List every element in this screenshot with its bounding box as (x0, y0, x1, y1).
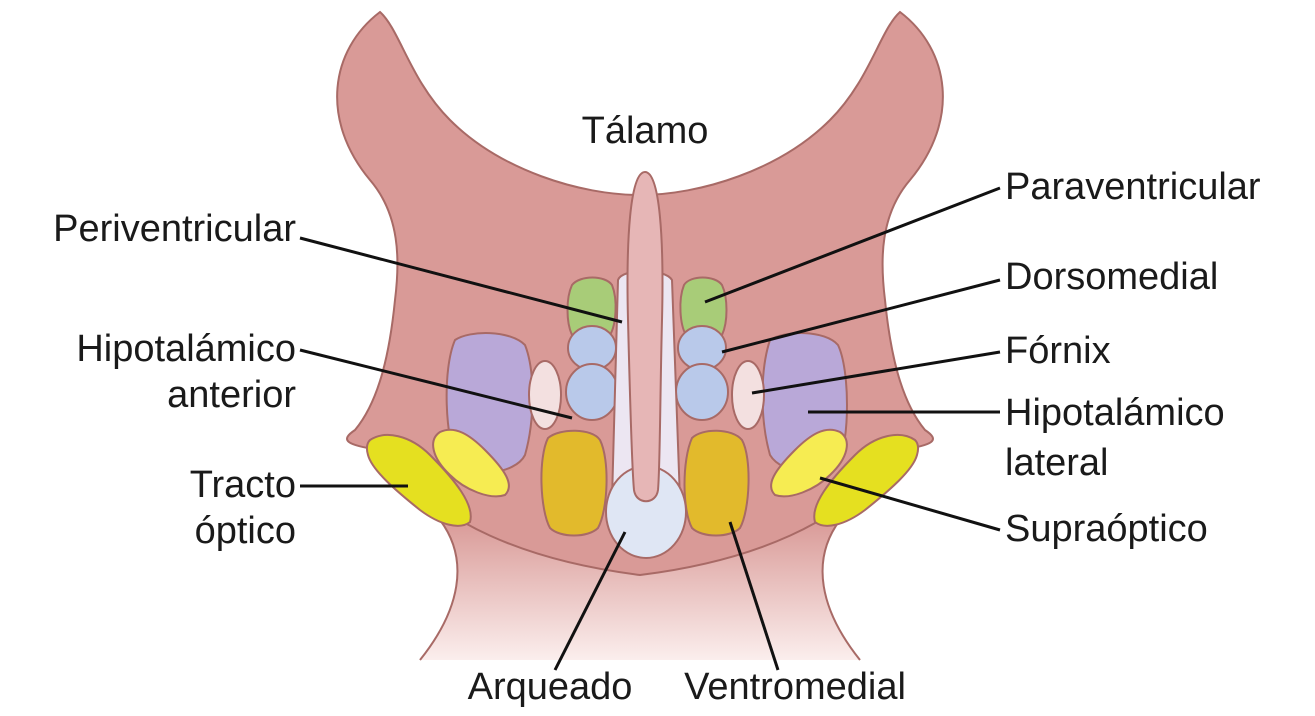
label-talamo: Tálamo (560, 108, 730, 154)
label-hipotalamico-lateral-line1: Hipotalámico (1005, 390, 1225, 436)
label-dorsomedial: Dorsomedial (1005, 254, 1218, 300)
label-hipotalamico-lateral-line2: lateral (1005, 440, 1109, 486)
fornix-right (732, 361, 764, 429)
label-paraventricular: Paraventricular (1005, 164, 1261, 210)
label-ventromedial: Ventromedial (660, 664, 930, 710)
label-supraoptico: Supraóptico (1005, 506, 1208, 552)
label-tracto-optico-line1: Tracto (0, 462, 296, 508)
fornix-left (529, 361, 561, 429)
dorsomedial-nucleus-left-bottom (566, 364, 618, 420)
ventromedial-nucleus-right (685, 431, 749, 536)
ventromedial-nucleus-left (541, 431, 606, 536)
label-fornix: Fórnix (1005, 328, 1111, 374)
dorsomedial-nucleus-right-bottom (676, 364, 728, 420)
label-arqueado: Arqueado (430, 664, 670, 710)
third-ventricle (628, 172, 663, 501)
label-periventricular: Periventricular (0, 206, 296, 252)
label-hipotalamico-anterior-line1: Hipotalámico (0, 326, 296, 372)
label-tracto-optico-line2: óptico (0, 508, 296, 554)
label-hipotalamico-anterior-line2: anterior (0, 372, 296, 418)
